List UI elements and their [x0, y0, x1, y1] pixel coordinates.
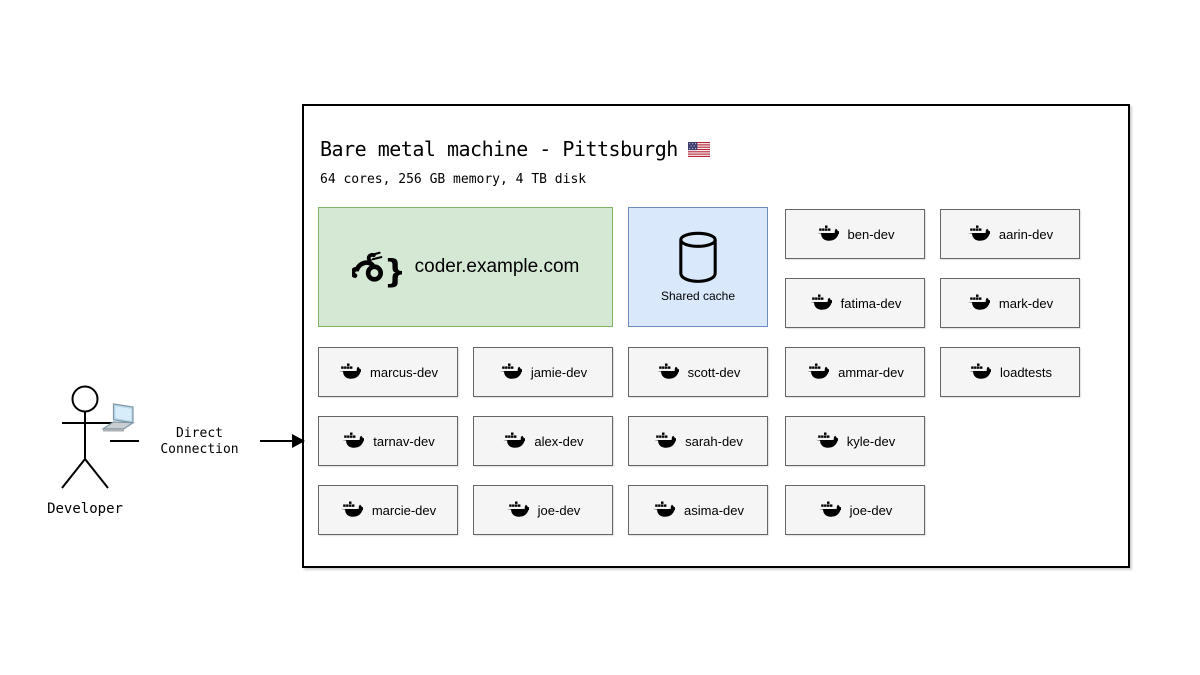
workspace-label: joe-dev — [849, 502, 893, 518]
workspace-box: asima-dev — [628, 485, 768, 535]
workspace-box: mark-dev — [940, 278, 1080, 328]
docker-icon — [815, 432, 838, 450]
docker-icon — [809, 294, 832, 312]
workspace-box: scott-dev — [628, 347, 768, 397]
direct-connection-label-line1: Direct — [176, 426, 223, 441]
workspace-label: asima-dev — [684, 502, 744, 518]
coder-logo-icon: } — [351, 251, 402, 288]
docker-icon — [506, 501, 529, 519]
shared-cache-label: Shared cache — [660, 289, 736, 303]
developer-label: Developer — [47, 501, 123, 517]
workspace-box: joe-dev — [785, 485, 925, 535]
workspace-label: scott-dev — [687, 364, 741, 380]
docker-icon — [967, 294, 990, 312]
workspace-label: tarnav-dev — [373, 433, 435, 449]
workspace-box: sarah-dev — [628, 416, 768, 466]
us-flag-icon — [687, 141, 710, 157]
stick-figure-icon — [61, 385, 115, 489]
workspace-label: sarah-dev — [685, 433, 743, 449]
workspace-box: alex-dev — [473, 416, 613, 466]
direct-connection-label: Direct Connection — [139, 426, 260, 458]
docker-icon — [338, 363, 361, 381]
workspace-box: tarnav-dev — [318, 416, 458, 466]
direct-connection-label-line2: Connection — [160, 442, 239, 457]
docker-icon — [340, 501, 363, 519]
workspace-label: loadtests — [999, 364, 1053, 380]
workspace-box: marcus-dev — [318, 347, 458, 397]
docker-icon — [502, 432, 525, 450]
machine-title-row: Bare metal machine - Pittsburgh — [320, 137, 710, 161]
database-cylinder-icon — [679, 231, 717, 283]
workspace-box: kyle-dev — [785, 416, 925, 466]
docker-icon — [656, 363, 679, 381]
workspace-label: alex-dev — [534, 433, 584, 449]
docker-icon — [499, 363, 522, 381]
docker-icon — [816, 225, 839, 243]
workspace-label: marcie-dev — [371, 502, 437, 518]
workspace-box: jamie-dev — [473, 347, 613, 397]
svg-text:}: } — [384, 253, 402, 288]
docker-icon — [653, 432, 676, 450]
docker-icon — [806, 363, 829, 381]
workspace-box: joe-dev — [473, 485, 613, 535]
docker-icon — [967, 225, 990, 243]
workspace-box: loadtests — [940, 347, 1080, 397]
workspace-box: ammar-dev — [785, 347, 925, 397]
coder-server-label: coder.example.com — [414, 256, 580, 277]
workspace-label: kyle-dev — [846, 433, 896, 449]
workspace-box: aarin-dev — [940, 209, 1080, 259]
workspace-label: jamie-dev — [530, 364, 588, 380]
laptop-icon — [100, 403, 135, 432]
workspace-label: joe-dev — [537, 502, 581, 518]
workspace-label: aarin-dev — [998, 226, 1054, 242]
workspace-label: ammar-dev — [838, 364, 904, 380]
workspace-label: fatima-dev — [840, 295, 902, 311]
docker-icon — [652, 501, 675, 519]
machine-specs: 64 cores, 256 GB memory, 4 TB disk — [320, 172, 587, 187]
docker-icon — [341, 432, 364, 450]
shared-cache-box: Shared cache — [628, 207, 768, 327]
docker-icon — [818, 501, 841, 519]
docker-icon — [968, 363, 991, 381]
workspace-box: ben-dev — [785, 209, 925, 259]
workspace-box: marcie-dev — [318, 485, 458, 535]
workspace-box: fatima-dev — [785, 278, 925, 328]
workspace-label: marcus-dev — [370, 364, 438, 380]
arrowhead-icon — [292, 434, 305, 448]
machine-title: Bare metal machine - Pittsburgh — [320, 137, 678, 161]
workspace-label: mark-dev — [998, 295, 1054, 311]
coder-server-box: } coder.example.com — [318, 207, 613, 327]
workspace-label: ben-dev — [847, 226, 895, 242]
